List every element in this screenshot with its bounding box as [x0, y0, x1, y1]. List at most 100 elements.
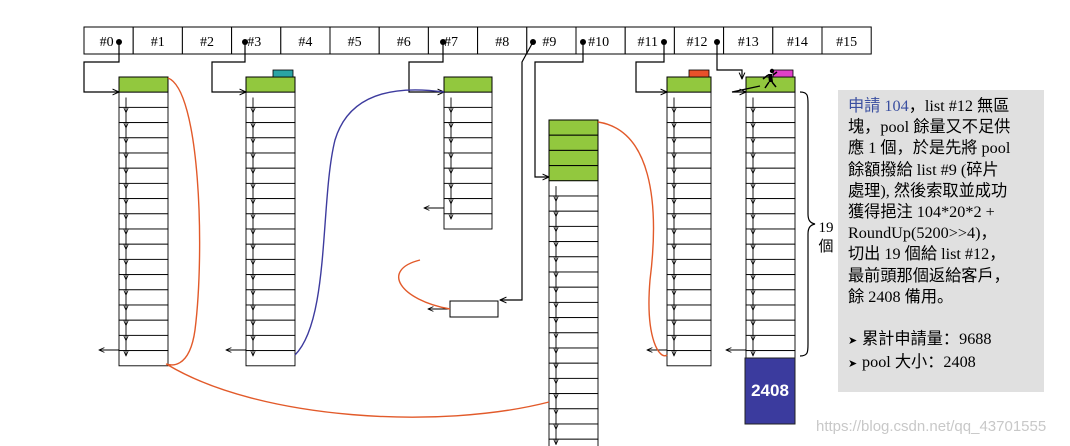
note-line: 切出 19 個給 list #12， [848, 244, 1036, 265]
free-list-cell [181, 26, 233, 55]
free-list-label: #15 [836, 35, 857, 50]
free-list-cell [477, 26, 528, 55]
free-list-label: #5 [348, 35, 362, 50]
stat-total-requested: ➤累計申請量：9688 [848, 329, 1036, 352]
allocated-chunk [118, 76, 169, 93]
allocated-chunk [548, 165, 599, 182]
brace [799, 91, 816, 357]
note-line: 餘額撥給 list #9 (碎片 [848, 160, 1036, 181]
free-list-label: #13 [738, 35, 759, 50]
remaining-pool-label: 2408 [751, 381, 789, 400]
chain-link-curve [165, 77, 550, 418]
free-chunk [548, 438, 599, 446]
chunk-chain [245, 69, 296, 367]
chunk-chains [118, 69, 796, 446]
used-chunk-marker [688, 69, 710, 78]
brace-label-count: 19 [819, 220, 834, 236]
pointer-arrow [534, 42, 584, 177]
used-chunk-marker [772, 69, 794, 78]
free-list-cell [723, 26, 774, 55]
allocated-chunk [548, 134, 599, 151]
free-chunk [245, 350, 296, 367]
free-list-label: #14 [787, 35, 808, 50]
note-text: 最前頭那個返給客戶， [848, 266, 1010, 285]
link-curves [165, 77, 668, 418]
client-figure-icon [762, 68, 778, 89]
pointer-arrow [731, 85, 761, 92]
free-list-label: #2 [200, 35, 214, 50]
free-chunk [443, 213, 493, 230]
chunk-chain [443, 76, 493, 230]
chain-link-curve [398, 259, 451, 310]
pointer-arrow [211, 42, 246, 92]
note-line: 塊，pool 餘量又不足供 [848, 117, 1036, 138]
pointer-arrow [83, 42, 119, 92]
note-line: 應 1 個，於是先將 pool [848, 138, 1036, 159]
free-list-label: #6 [397, 35, 411, 50]
note-text: 應 1 個，於是先將 pool [848, 139, 1011, 158]
chunk-chain [666, 69, 712, 367]
allocated-chunk [443, 76, 493, 93]
free-list-array: #0 #1 #2 #3 #4 #5 #6 #7 #8 #9 #10 #11 #12 #13 #14 #15 [83, 26, 872, 55]
pointer-arrow [635, 42, 667, 92]
used-chunk-marker [272, 69, 294, 78]
note-text: 餘額撥給 list #9 (碎片 [848, 160, 999, 179]
free-list-label: #7 [444, 35, 458, 50]
brace-label-unit: 個 [818, 238, 833, 255]
note-text: ，list #12 無區 [908, 97, 1010, 115]
free-list-label: #12 [687, 35, 708, 50]
note-line: RoundUp(5200>>4)， [848, 223, 1036, 244]
bullet-arrow-icon: ➤ [848, 358, 858, 371]
free-chunk [666, 350, 712, 367]
remaining-pool-block [744, 357, 796, 425]
note-line: 申請 104，list #12 無區 [848, 96, 1036, 117]
free-list-cell [427, 26, 479, 55]
note-text: RoundUp(5200>>4)， [848, 224, 997, 243]
free-list-cell [821, 26, 872, 55]
free-list-label: #0 [100, 35, 114, 50]
explanation-note: 申請 104，list #12 無區塊，pool 餘量又不足供應 1 個，於是先… [838, 90, 1044, 392]
pointer-arrow [500, 41, 534, 300]
chunk-chain [118, 76, 169, 367]
free-list-cell [280, 26, 331, 55]
free-list-label: #1 [151, 35, 165, 50]
free-list-cell [132, 26, 183, 55]
pointer-arrow [408, 42, 444, 92]
bullet-arrow-icon: ➤ [848, 335, 858, 348]
note-line: 最前頭那個返給客戶， [848, 266, 1036, 287]
pointer-arrow [716, 42, 742, 79]
note-text: 餘 2408 備用。 [848, 287, 954, 306]
note-highlight: 申請 104 [848, 97, 909, 115]
diagram-labels: 2408 19 個 [744, 68, 834, 425]
note-line: 處理), 然後索取並成功 [848, 181, 1036, 202]
chain-link-curve [294, 89, 445, 356]
free-chunk [118, 350, 169, 367]
allocated-chunk [548, 119, 599, 136]
stat-pool-size: ➤pool 大小：2408 [848, 352, 1036, 375]
free-list-label: #11 [638, 35, 658, 50]
note-text: 獲得挹注 104*20*2 + [848, 203, 995, 222]
allocated-chunk [548, 149, 599, 167]
free-list-label: #8 [495, 35, 509, 50]
allocated-chunk [666, 76, 712, 93]
note-stats: ➤累計申請量：9688 ➤pool 大小：2408 [848, 329, 1036, 375]
fragment-chunk [449, 300, 499, 318]
watermark: https://blog.csdn.net/qq_43701555 [816, 418, 1047, 435]
note-paragraph: 申請 104，list #12 無區塊，pool 餘量又不足供應 1 個，於是先… [848, 96, 1036, 308]
pointer-connectors [83, 39, 761, 350]
free-list-cell [378, 26, 429, 55]
chain-link-curve [597, 121, 668, 357]
free-list-label: #10 [588, 35, 609, 50]
chunk-chain [745, 69, 796, 367]
free-list-label: #3 [247, 35, 261, 50]
note-text: 塊，pool 餘量又不足供 [848, 118, 1011, 137]
note-text: 處理), 然後索取並成功 [848, 181, 1008, 200]
chunk-chain [548, 119, 599, 446]
note-line: 餘 2408 備用。 [848, 287, 1036, 308]
allocated-chunk [245, 76, 296, 93]
free-list-label: #4 [298, 35, 312, 50]
note-text: 切出 19 個給 list #12， [848, 245, 1006, 264]
note-line: 獲得挹注 104*20*2 + [848, 202, 1036, 223]
free-list-label: #9 [542, 35, 556, 50]
